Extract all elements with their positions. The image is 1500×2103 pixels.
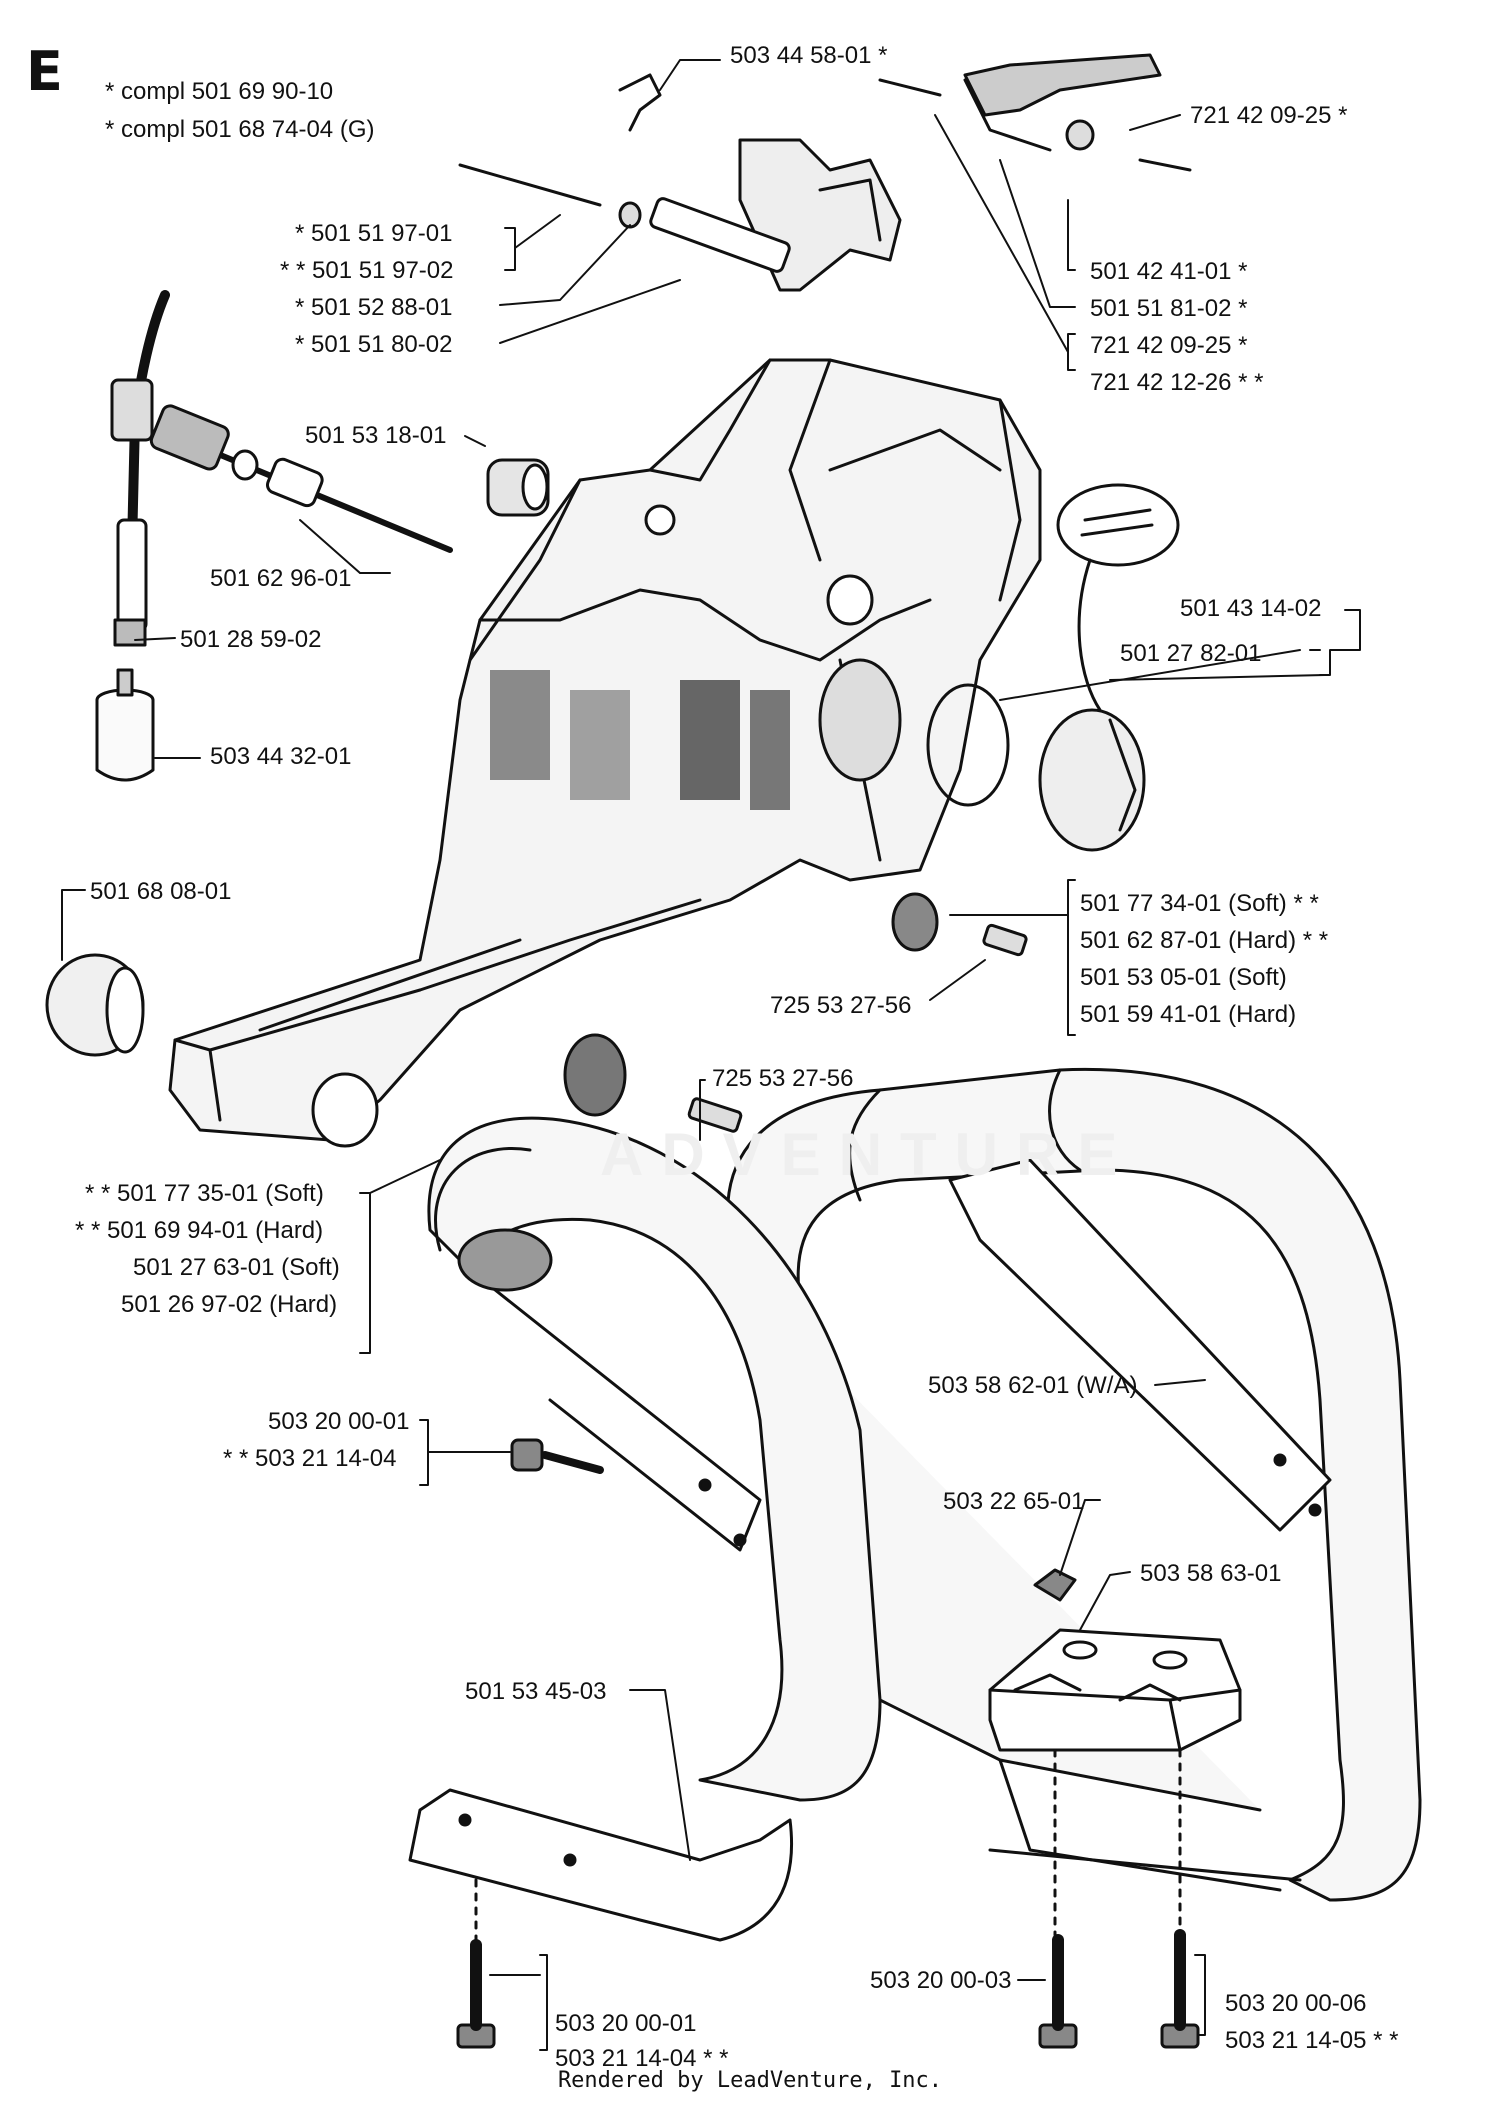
part-label: 721 42 12-26 * *: [1090, 369, 1264, 396]
part-label: * 501 52 88-01: [295, 294, 453, 321]
bushing: [486, 458, 550, 517]
handle-bracket: [988, 1568, 1242, 1822]
part-label: * 501 51 80-02: [295, 331, 453, 358]
part-label: 501 28 59-02: [180, 626, 322, 653]
part-label: 501 51 81-02 *: [1090, 295, 1248, 322]
tank-housing: [168, 358, 1042, 1148]
part-label: 503 44 58-01 *: [730, 42, 888, 69]
part-label: * * 503 21 14-04: [223, 1445, 397, 1472]
part-label: 501 53 05-01 (Soft): [1080, 964, 1287, 991]
part-label: 725 53 27-56: [770, 992, 912, 1019]
part-label: 503 20 00-01: [268, 1408, 410, 1435]
part-label: 501 27 82-01: [1120, 640, 1262, 667]
front-handle: [726, 1067, 1422, 1902]
compl-note-2: * compl 501 68 74-04 (G): [105, 116, 375, 143]
compl-note-1: * compl 501 69 90-10: [105, 78, 334, 105]
fuel-filter: [95, 668, 155, 782]
part-label: * 501 51 97-01: [295, 220, 453, 247]
part-label: 501 68 08-01: [90, 878, 232, 905]
part-label: 503 58 62-01 (W/A): [928, 1372, 1138, 1399]
leader-lines: [61, 59, 1361, 2051]
watermark: ADVENTURE: [600, 1121, 1136, 1188]
part-label: 501 43 14-02: [1180, 595, 1322, 622]
part-label: * * 501 69 94-01 (Hard): [75, 1217, 324, 1244]
part-label: 501 62 87-01 (Hard) * *: [1080, 927, 1329, 954]
buffer-front: [45, 953, 145, 1057]
part-label: 503 22 65-01: [943, 1488, 1085, 1515]
part-label: 503 20 00-01: [555, 2010, 697, 2037]
part-label: 503 20 00-06: [1225, 1990, 1367, 2017]
throttle-lockout: [878, 53, 1192, 172]
part-label: 503 20 00-03: [870, 1967, 1012, 1994]
pin-bar: [149, 404, 453, 553]
section-letter: E: [26, 40, 63, 103]
part-label: 501 59 41-01 (Hard): [1080, 1001, 1297, 1028]
part-label: 501 53 45-03: [465, 1678, 607, 1705]
footer-credit: Rendered by LeadVenture, Inc.: [557, 2068, 943, 2093]
oil-cap: [926, 483, 1180, 852]
throttle-trigger: [458, 73, 902, 292]
part-label: 501 26 97-02 (Hard): [121, 1291, 338, 1318]
part-label: 503 44 32-01: [210, 743, 352, 770]
bolts: [456, 1438, 1200, 2049]
part-label: * * 501 77 35-01 (Soft): [85, 1180, 324, 1207]
part-label: 501 27 63-01 (Soft): [133, 1254, 340, 1281]
part-label: 721 42 09-25 *: [1090, 332, 1248, 359]
part-label: 501 62 96-01: [210, 565, 352, 592]
fuel-hose: [110, 290, 170, 647]
part-label: 501 42 41-01 *: [1090, 258, 1248, 285]
part-label: 501 77 34-01 (Soft) * *: [1080, 890, 1319, 917]
av-spring: [563, 892, 1028, 1133]
part-label: * * 501 51 97-02: [280, 257, 454, 284]
part-label: 503 21 14-05 * *: [1225, 2027, 1399, 2054]
part-label: 721 42 09-25 *: [1190, 102, 1348, 129]
part-label: 725 53 27-56: [712, 1065, 854, 1092]
part-label: 503 58 63-01: [1140, 1560, 1282, 1587]
part-label: 501 53 18-01: [305, 422, 447, 449]
side-handle: [408, 1116, 882, 1942]
part-label: 503 21 14-04 * *: [555, 2045, 729, 2072]
